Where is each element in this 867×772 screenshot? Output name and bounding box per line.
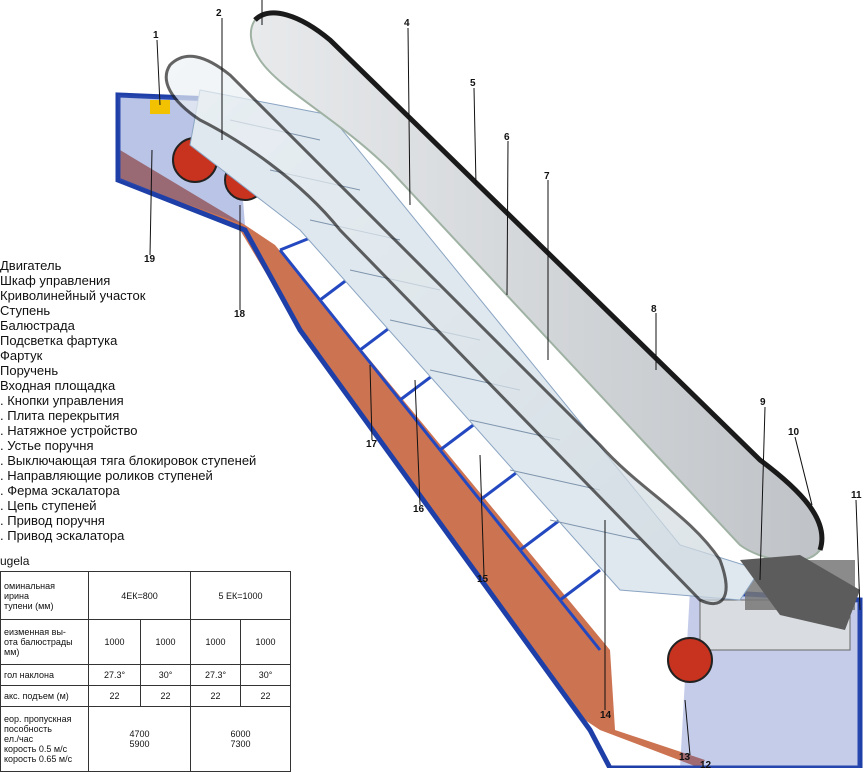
legend-item: Входная площадка: [0, 378, 116, 393]
table-cell: 6000 7300: [190, 706, 291, 772]
table-row: гол наклона 27.3° 30° 27.3° 30°: [0, 664, 291, 686]
table-cell: еизменная вы- ота балюстрады мм): [0, 619, 89, 665]
table-cell: 30°: [240, 664, 291, 686]
callout-17: 17: [366, 439, 378, 450]
callout-12: 12: [700, 760, 712, 768]
floor-plate: [740, 555, 860, 630]
callout-7: 7: [544, 171, 550, 182]
legend-item: . Выключающая тяга блокировок ступеней: [0, 453, 257, 468]
handrail: [253, 10, 825, 551]
table-cell: 1000: [190, 619, 241, 665]
specs-table: оминальная ирина тупени (мм) 4ЕК=800 5 Е…: [0, 571, 291, 772]
callout-19: 19: [144, 254, 156, 265]
callout-13: 13: [679, 752, 691, 763]
legend-item: Ступень: [0, 303, 51, 318]
legend-item: Криволинейный участок: [0, 288, 146, 303]
table-cell: 1000: [88, 619, 141, 665]
callout-16: 16: [413, 504, 425, 515]
legend-item: . Привод эскалатора: [0, 528, 125, 543]
legend-item: . Цепь ступеней: [0, 498, 97, 513]
callout-18: 18: [234, 309, 246, 320]
inner-balustrade: [164, 54, 728, 606]
legend-item: . Кнопки управления: [0, 393, 124, 408]
callout-6: 6: [504, 132, 510, 143]
brand-caption: ugela: [0, 554, 30, 568]
legend-item: Фартук: [0, 348, 43, 363]
callout-10: 10: [788, 427, 800, 438]
table-row: оминальная ирина тупени (мм) 4ЕК=800 5 Е…: [0, 571, 291, 620]
table-cell: 1000: [240, 619, 291, 665]
callout-leaders: [149, 0, 861, 756]
legend-item: . Привод поручня: [0, 513, 105, 528]
table-cell: 5 ЕК=1000: [190, 571, 291, 620]
table-cell: 4700 5900: [88, 706, 191, 772]
callout-9: 9: [760, 397, 766, 408]
callout-2: 2: [216, 8, 222, 19]
table-cell: 27.3°: [190, 664, 241, 686]
table-cell: 4ЕК=800: [88, 571, 191, 620]
legend-item: . Плита перекрытия: [0, 408, 120, 423]
truss-side-panel: [120, 150, 705, 768]
callout-8: 8: [651, 304, 657, 315]
legend-item: Балюстрада: [0, 318, 75, 333]
components-legend: Двигатель Шкаф управления Криволинейный …: [0, 258, 300, 543]
table-cell: оминальная ирина тупени (мм): [0, 571, 89, 620]
callout-11: 11: [851, 490, 862, 501]
callout-4: 4: [404, 18, 410, 29]
table-cell: еор. пропускная пособность ел./час корос…: [0, 706, 89, 772]
table-cell: 22: [88, 685, 141, 707]
table-row: акс. подъем (м) 22 22 22 22: [0, 685, 291, 707]
callout-14: 14: [600, 710, 612, 721]
table-cell: 27.3°: [88, 664, 141, 686]
legend-item: Двигатель: [0, 258, 62, 273]
legend-item: . Устье поручня: [0, 438, 94, 453]
callout-5: 5: [470, 78, 476, 89]
legend-item: . Направляющие роликов ступеней: [0, 468, 213, 483]
table-row: еор. пропускная пособность ел./час корос…: [0, 706, 291, 772]
legend-item: . Ферма эскалатора: [0, 483, 120, 498]
legend-item: . Натяжное устройство: [0, 423, 138, 438]
table-cell: 22: [240, 685, 291, 707]
callout-1: 1: [153, 30, 159, 41]
legend-item: Шкаф управления: [0, 273, 111, 288]
legend-item: Поручень: [0, 363, 59, 378]
table-cell: гол наклона: [0, 664, 89, 686]
table-cell: 1000: [140, 619, 191, 665]
table-cell: 22: [140, 685, 191, 707]
legend-item: Подсветка фартука: [0, 333, 118, 348]
table-cell: 30°: [140, 664, 191, 686]
table-cell: 22: [190, 685, 241, 707]
table-cell: акс. подъем (м): [0, 685, 89, 707]
callout-15: 15: [477, 574, 489, 585]
table-row: еизменная вы- ота балюстрады мм) 1000 10…: [0, 619, 291, 665]
